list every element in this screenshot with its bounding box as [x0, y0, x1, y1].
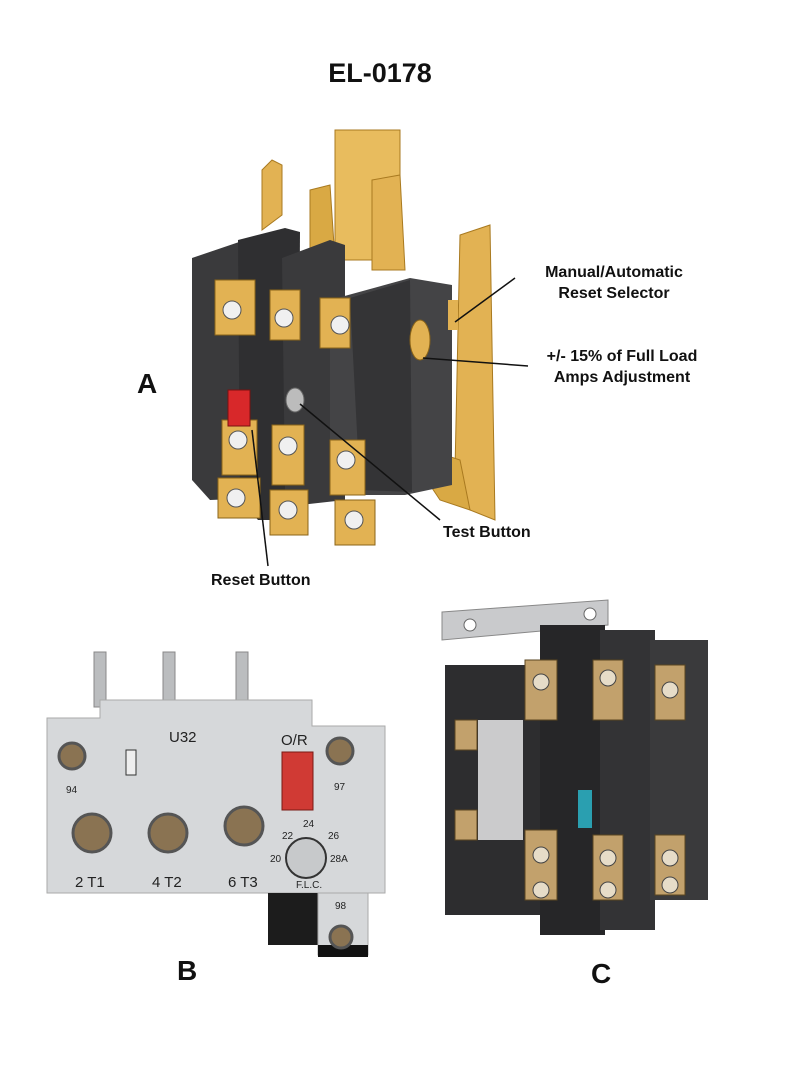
figure-c-label: C	[591, 958, 612, 989]
overload-relay-a-image	[192, 129, 529, 567]
figure-a-label: A	[137, 368, 158, 399]
overload-relay-b-image: U32 O/R 94 97 98 2 T1 4 T2 6 T3 F.L.C. 2…	[46, 651, 386, 957]
terminal-97: 97	[334, 782, 346, 793]
fla-adjustment-callout-line2: Amps Adjustment	[553, 369, 691, 386]
or-marking: O/R	[281, 732, 308, 749]
terminal-98: 98	[335, 901, 347, 912]
terminal-94: 94	[66, 785, 78, 796]
dial-20: 20	[270, 854, 282, 865]
dial-24: 24	[303, 819, 315, 830]
model-marking: U32	[169, 729, 197, 746]
flc-marking: F.L.C.	[296, 880, 322, 891]
diagram-title: EL-0178	[328, 58, 432, 88]
terminal-t1: 2 T1	[75, 874, 105, 891]
dial-26: 26	[328, 831, 340, 842]
reset-button-callout: Reset Button	[211, 572, 311, 589]
figure-b-label: B	[177, 955, 198, 986]
dial-28a: 28A	[330, 854, 348, 865]
dial-22: 22	[282, 831, 294, 842]
reset-selector-callout-line2: Reset Selector	[558, 285, 670, 302]
overload-relay-c-image	[441, 599, 708, 935]
reset-selector-callout: Manual/Automatic Reset Selector	[508, 262, 720, 304]
fla-adjustment-callout: +/- 15% of Full Load Amps Adjustment	[522, 346, 722, 388]
terminal-t3: 6 T3	[228, 874, 258, 891]
reset-selector-callout-line1: Manual/Automatic	[545, 264, 683, 281]
terminal-t2: 4 T2	[152, 874, 182, 891]
test-button-callout: Test Button	[443, 524, 531, 541]
fla-adjustment-callout-line1: +/- 15% of Full Load	[546, 348, 698, 365]
